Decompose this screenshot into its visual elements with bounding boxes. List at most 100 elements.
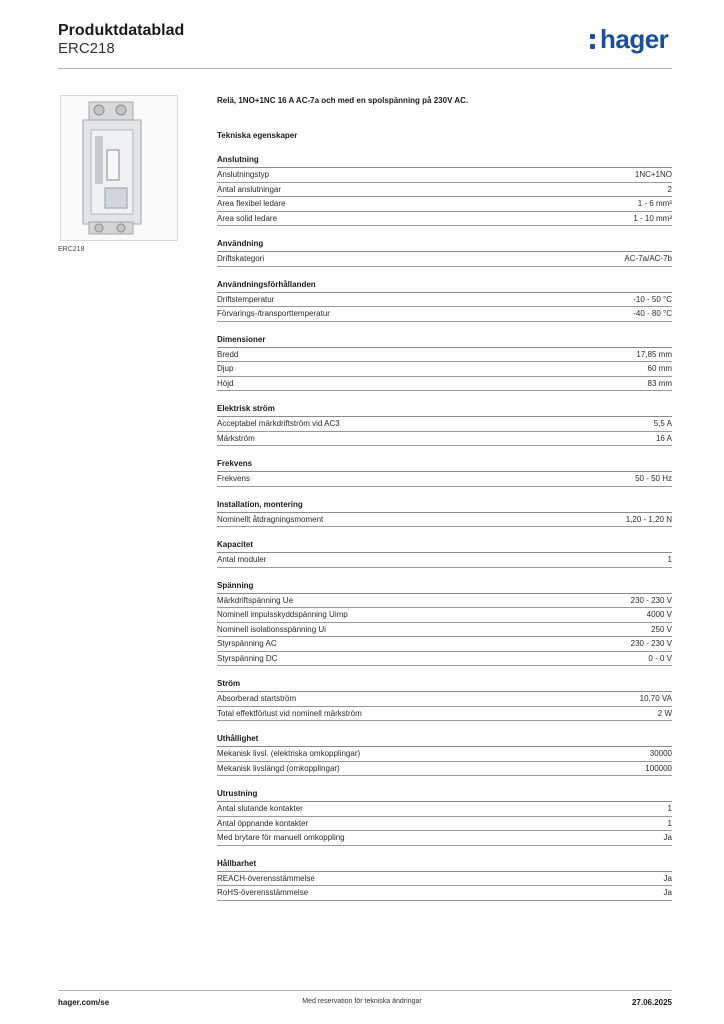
spec-label: Nominell impulsskyddspänning Uimp	[217, 610, 348, 619]
spec-label: Area solid ledare	[217, 213, 278, 223]
spec-value: 2 W	[657, 708, 672, 718]
spec-value: 5,5 A	[653, 419, 672, 428]
spec-label: Acceptabel märkdriftström vid AC3	[217, 419, 340, 428]
spec-label: Med brytare för manuell omkoppling	[217, 833, 345, 842]
product-image-caption: ERC218	[58, 246, 85, 253]
spec-label: Bredd	[217, 349, 239, 359]
spec-label: Absorberad startström	[217, 694, 297, 703]
spec-row: Driftstemperatur-10 - 50 °C	[217, 293, 672, 307]
product-code: ERC218	[58, 40, 115, 57]
spec-label: Märkström	[217, 433, 255, 443]
spec-group-title: Uthållighet	[217, 734, 672, 747]
spec-value: 17,85 mm	[636, 349, 672, 359]
spec-group-title: Anslutning	[217, 155, 672, 168]
spec-row: Förvarings-/transporttemperatur -40 - 80 …	[217, 307, 672, 322]
spec-row: Antal slutande kontakter 1	[217, 802, 672, 817]
spec-row: Mekanisk livslängd (omkopplingar) 100000	[217, 762, 672, 776]
spec-group-title: Frekvens	[217, 459, 672, 472]
spec-value: 60 mm	[647, 364, 672, 373]
section-title: Tekniska egenskaper	[217, 131, 298, 140]
spec-row: Acceptabel märkdriftström vid AC3 5,5 A	[217, 417, 672, 432]
logo-text: hager	[600, 24, 669, 54]
spec-label: RoHS-överensstämmelse	[217, 888, 309, 897]
spec-group-title: Spänning	[217, 581, 672, 594]
spec-label: Antal slutande kontakter	[217, 804, 303, 813]
spec-value: 230 - 230 V	[630, 595, 672, 605]
footer-website[interactable]: hager.com/se	[58, 998, 110, 1007]
spec-row: Höjd 83 mm	[217, 377, 672, 391]
spec-label: REACH-överensstämmelse	[217, 873, 315, 883]
spec-label: Mekanisk livslängd (omkopplingar)	[217, 763, 340, 773]
spec-label: Antal anslutningar	[217, 184, 282, 194]
spec-value: 1	[667, 818, 672, 828]
spec-row: Märkdriftspänning Ue 230 - 230 V	[217, 594, 672, 608]
spec-group-title: Användning	[217, 239, 672, 252]
spec-row: Mekanisk livsl. (elektriska omkopplingar…	[217, 747, 672, 762]
spec-value: 100000	[645, 763, 672, 773]
spec-value: 83 mm	[647, 378, 672, 388]
relay-icon	[82, 101, 142, 235]
footer-divider	[58, 990, 672, 991]
spec-row: Antal anslutningar 2	[217, 183, 672, 197]
spec-label: Nominell isolationsspänning Ui	[217, 624, 326, 634]
page-title: Produktdatablad	[58, 22, 185, 39]
spec-label: Antal moduler	[217, 555, 267, 564]
spec-group-title: Ström	[217, 679, 672, 692]
spec-value: Ja	[663, 888, 672, 897]
product-description: Relä, 1NO+1NC 16 A AC-7a och med en spol…	[217, 96, 469, 105]
spec-value: 250 V	[651, 624, 672, 634]
spec-value: 2	[667, 184, 672, 194]
spec-value: 1 - 10 mm²	[633, 213, 672, 223]
spec-row: Total effektförlust vid nominell märkstr…	[217, 707, 672, 721]
spec-value: Ja	[663, 873, 672, 883]
spec-value: Ja	[663, 833, 672, 842]
spec-value: 50 - 50 Hz	[635, 474, 672, 483]
footer-date: 27.06.2025	[631, 998, 672, 1007]
spec-row: Märkström 16 A	[217, 432, 672, 446]
spec-label: Förvarings-/transporttemperatur	[217, 309, 330, 318]
spec-value: 0 - 0 V	[648, 653, 672, 663]
spec-value: 30000	[649, 749, 672, 758]
spec-value: 16 A	[655, 433, 672, 443]
spec-row: Styrspänning DC 0 - 0 V	[217, 652, 672, 666]
spec-group-title: Dimensioner	[217, 335, 672, 348]
spec-row: RoHS-överensstämmelse Ja	[217, 886, 672, 901]
spec-value: AC-7a/AC-7b	[624, 254, 672, 263]
spec-group-title: Elektrisk ström	[217, 404, 672, 417]
spec-content: Relä, 1NO+1NC 16 A AC-7a och med en spol…	[217, 96, 672, 914]
spec-group-title: Utrustning	[217, 789, 672, 802]
spec-label: Frekvens	[217, 474, 250, 483]
spec-value: 1NC+1NO	[634, 170, 672, 179]
header-divider	[58, 68, 672, 69]
spec-value: -10 - 50 °C	[633, 294, 672, 304]
footer-disclaimer: Med reservation för tekniska ändringar	[302, 998, 422, 1005]
spec-label: Styrspänning DC	[217, 653, 278, 663]
spec-label: Nominellt åtdragningsmoment	[217, 514, 324, 524]
spec-value: -40 - 80 °C	[633, 309, 672, 318]
spec-value: 1	[667, 804, 672, 813]
spec-group-title: Användningsförhållanden	[217, 280, 672, 293]
spec-group-title: Kapacitet	[217, 540, 672, 553]
spec-group-title: Hållbarhet	[217, 859, 672, 872]
spec-label: Styrspänning AC	[217, 639, 277, 648]
spec-label: Märkdriftspänning Ue	[217, 595, 294, 605]
spec-label: Höjd	[217, 378, 234, 388]
